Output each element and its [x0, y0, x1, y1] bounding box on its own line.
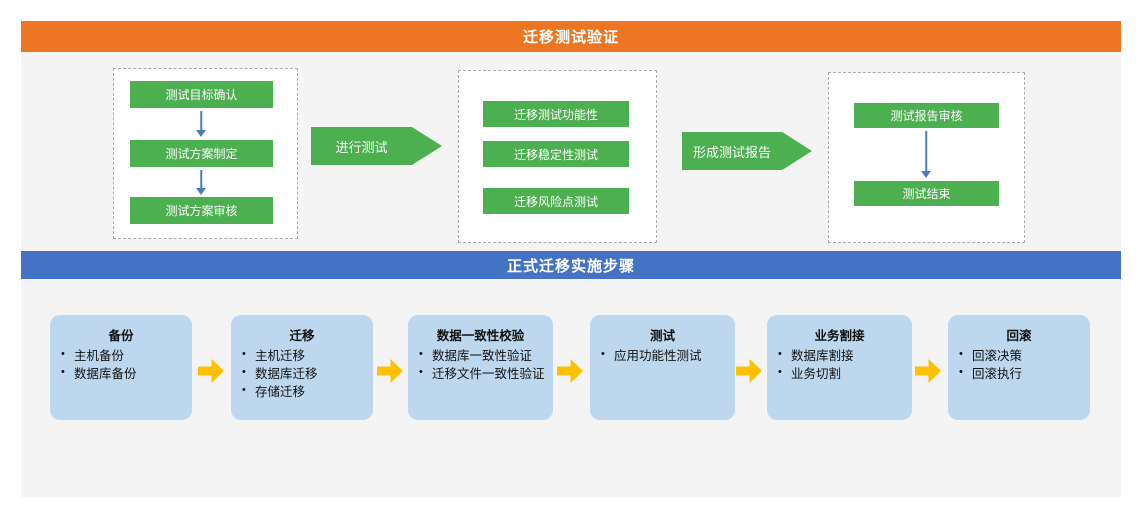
flow-arrow-icon: [736, 359, 762, 383]
stage-item-list: 数据库割接 业务切割: [775, 347, 912, 383]
step-box: 测试目标确认: [130, 81, 273, 108]
stage-item-list: 主机迁移 数据库迁移 存储迁移: [239, 347, 373, 401]
stage-title: 业务割接: [814, 329, 865, 343]
stage-title: 备份: [108, 329, 134, 343]
down-arrow-icon: [194, 170, 208, 195]
process-group-test-plan: 测试目标确认 测试方案制定 测试方案审核: [113, 68, 298, 239]
stage-item-list: 数据库一致性验证 迁移文件一致性验证: [416, 347, 553, 383]
stage-item: 数据库割接: [775, 347, 912, 365]
stage-card-backup: 备份 主机备份 数据库备份: [50, 315, 192, 420]
stage-title: 测试: [649, 329, 675, 343]
stage-item: 数据库迁移: [239, 365, 373, 383]
down-arrow-icon: [919, 131, 933, 178]
implementation-stages: 备份 主机备份 数据库备份 迁移 主机迁移 数据库迁移 存储迁移 数据一致性校验…: [21, 279, 1121, 497]
diagram-panel: 迁移测试验证 测试目标确认 测试方案制定 测试方案审核 进行测试 迁移测试功能性…: [21, 21, 1121, 497]
stage-item: 主机备份: [58, 347, 192, 365]
stage-item: 应用功能性测试: [598, 347, 735, 365]
down-arrow-icon: [194, 111, 208, 137]
process-group-test-report: 测试报告审核 测试结束: [828, 72, 1025, 243]
pentagon-arrow: 形成测试报告: [682, 132, 812, 170]
step-box: 迁移风险点测试: [483, 188, 629, 214]
stage-card-migration: 迁移 主机迁移 数据库迁移 存储迁移: [231, 315, 373, 420]
stage-title: 数据一致性校验: [436, 329, 525, 343]
stage-title: 回滚: [1006, 329, 1032, 343]
stage-item-list: 应用功能性测试: [598, 347, 735, 365]
stage-card-consistency-check: 数据一致性校验 数据库一致性验证 迁移文件一致性验证: [408, 315, 553, 420]
step-box: 测试结束: [854, 181, 999, 206]
stage-item: 数据库一致性验证: [416, 347, 553, 365]
stage-card-rollback: 回滚 回滚决策 回滚执行: [948, 315, 1090, 420]
stage-title: 迁移: [289, 329, 315, 343]
step-box: 迁移测试功能性: [483, 101, 629, 127]
stage-card-cutover: 业务割接 数据库割接 业务切割: [767, 315, 912, 420]
flow-arrow-icon: [377, 359, 403, 383]
step-box: 迁移稳定性测试: [483, 141, 629, 167]
pentagon-arrow: 进行测试: [311, 127, 442, 165]
top-section-header: 迁移测试验证: [21, 21, 1121, 52]
stage-item: 数据库备份: [58, 365, 192, 383]
stage-item-list: 主机备份 数据库备份: [58, 347, 192, 383]
flow-arrow-icon: [557, 359, 583, 383]
step-box: 测试方案制定: [130, 140, 273, 167]
step-box: 测试报告审核: [854, 103, 999, 128]
stage-item: 回滚执行: [956, 365, 1090, 383]
stage-item: 主机迁移: [239, 347, 373, 365]
stage-item: 存储迁移: [239, 383, 373, 401]
step-box: 测试方案审核: [130, 197, 273, 224]
bottom-section-header: 正式迁移实施步骤: [21, 251, 1121, 279]
stage-item-list: 回滚决策 回滚执行: [956, 347, 1090, 383]
process-group-test-execution: 迁移测试功能性 迁移稳定性测试 迁移风险点测试: [458, 70, 657, 243]
stage-item: 迁移文件一致性验证: [416, 365, 553, 383]
stage-item: 回滚决策: [956, 347, 1090, 365]
stage-item: 业务切割: [775, 365, 912, 383]
stage-card-test: 测试 应用功能性测试: [590, 315, 735, 420]
flow-arrow-icon: [198, 359, 224, 383]
flow-arrow-icon: [915, 359, 941, 383]
